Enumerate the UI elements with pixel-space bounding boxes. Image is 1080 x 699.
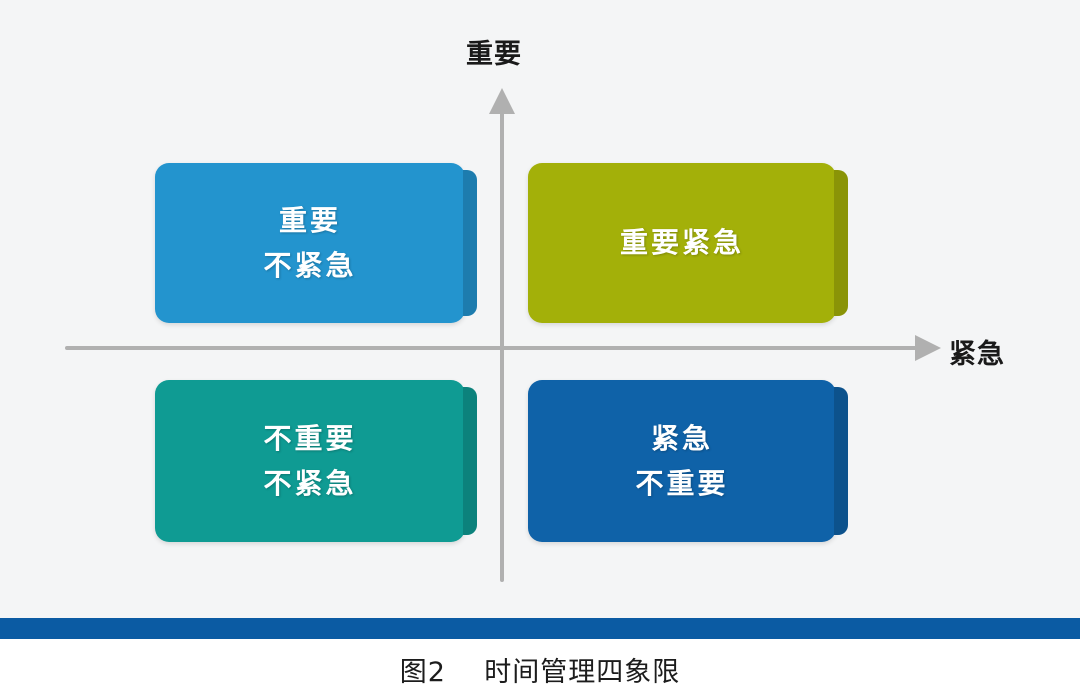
- quadrant-shade-edge: [463, 387, 477, 535]
- vertical-axis-label: 重要: [466, 39, 522, 70]
- quadrant-important-urgent[interactable]: 重要紧急: [528, 163, 848, 323]
- quadrant-label-line-1: 不重要: [263, 421, 357, 455]
- quadrant-label: 重要 不紧急: [263, 198, 356, 289]
- quadrant-shade-edge: [463, 170, 477, 316]
- quadrant-shade-edge: [834, 387, 848, 535]
- quadrant-important-not-urgent[interactable]: 重要 不紧急: [155, 163, 477, 323]
- quadrant-urgent-not-important[interactable]: 紧急 不重要: [528, 380, 848, 542]
- quadrant-label: 重要紧急: [620, 220, 744, 265]
- quadrant-label-line-1: 重要: [278, 203, 341, 237]
- quadrant-shade-edge: [834, 170, 848, 316]
- quadrant-label-line-2: 不紧急: [263, 249, 357, 282]
- arrow-right-icon: [915, 335, 941, 361]
- arrow-up-icon: [489, 88, 515, 114]
- quadrant-label-line-2: 不紧急: [263, 467, 357, 500]
- horizontal-axis-line: [65, 346, 937, 350]
- quadrant-label-line-1: 重要紧急: [619, 226, 744, 260]
- figure-caption: 图2 时间管理四象限: [399, 656, 681, 688]
- quadrant-label-line-1: 紧急: [650, 421, 713, 455]
- quadrant-not-important-not-urgent[interactable]: 不重要 不紧急: [155, 380, 477, 542]
- quadrant-label: 紧急 不重要: [635, 416, 728, 507]
- horizontal-axis-label: 紧急: [949, 339, 1005, 370]
- bottom-separator-bar: [0, 618, 1080, 639]
- quadrant-label-line-2: 不重要: [635, 467, 729, 500]
- quadrant-label: 不重要 不紧急: [263, 416, 356, 507]
- caption-area: 图2 时间管理四象限: [0, 639, 1080, 699]
- diagram-canvas: 重要 紧急 重要 不紧急 重要紧急 不重要 不紧急: [65, 39, 1005, 582]
